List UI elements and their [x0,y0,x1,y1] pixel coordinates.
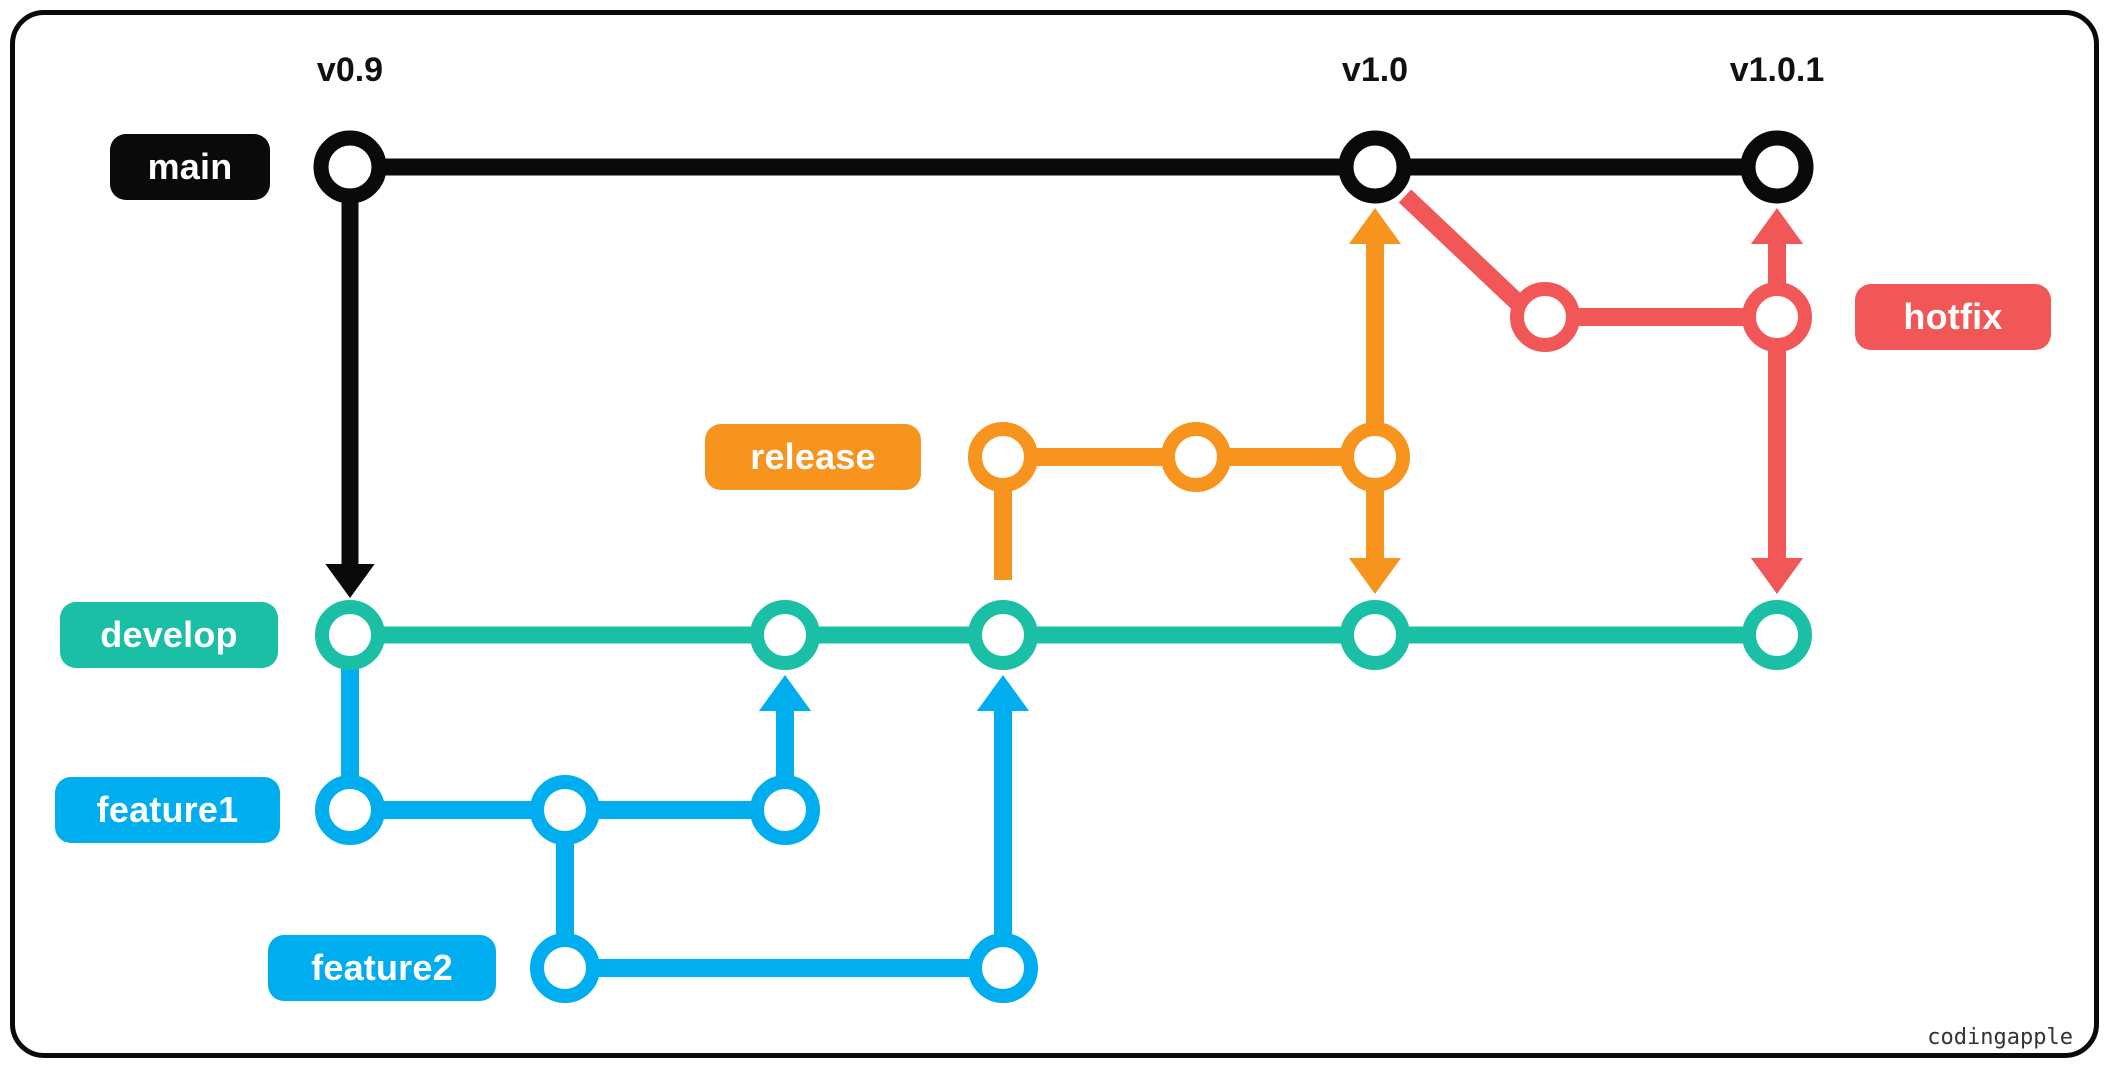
arrow-head-icon [1348,558,1402,594]
commit-node-d2[interactable] [750,600,820,670]
commit-node-f2a[interactable] [530,933,600,1003]
commit-node-f2b[interactable] [968,933,1038,1003]
branch-label-feature2[interactable]: feature2 [268,935,496,1001]
branch-label-hotfix[interactable]: hotfix [1855,284,2051,350]
arrow-head-icon [325,564,375,598]
commit-node-m1[interactable] [313,130,387,204]
commit-node-r3[interactable] [1340,422,1410,492]
commit-node-d4[interactable] [1340,600,1410,670]
commit-node-d1[interactable] [315,600,385,670]
commit-node-d5[interactable] [1742,600,1812,670]
commit-node-f1a[interactable] [315,775,385,845]
arrow-head-icon [1750,558,1804,594]
arrow-head-icon [1750,208,1804,244]
edge-release-to-main [1348,208,1402,457]
branch-label-release[interactable]: release [705,424,921,490]
watermark: codingapple [1927,1025,2073,1050]
arrow-head-icon [758,675,812,711]
commit-node-f1c[interactable] [750,775,820,845]
commit-node-d3[interactable] [968,600,1038,670]
branch-label-develop[interactable]: develop [60,602,278,668]
version-tag-v1.0.1: v1.0.1 [1729,51,1825,89]
commit-node-m2[interactable] [1338,130,1412,204]
version-tag-v0.9: v0.9 [316,51,384,89]
branch-label-main[interactable]: main [110,134,270,200]
commit-node-h1[interactable] [1510,282,1580,352]
edge-main-to-develop [325,167,375,598]
version-tag-v1.0: v1.0 [1341,51,1409,89]
commit-node-f1b[interactable] [530,775,600,845]
edge-feature2-to-develop [976,675,1030,968]
commit-node-r2[interactable] [1161,422,1231,492]
edge-main-to-hotfix [1398,189,1524,309]
commit-node-h2[interactable] [1742,282,1812,352]
arrow-head-icon [1348,208,1402,244]
commit-node-r1[interactable] [968,422,1038,492]
edge-hotfix-to-develop [1750,317,1804,594]
commit-node-m3[interactable] [1740,130,1814,204]
branch-label-feature1[interactable]: feature1 [55,777,280,843]
edge-line [1398,189,1524,309]
arrow-head-icon [976,675,1030,711]
